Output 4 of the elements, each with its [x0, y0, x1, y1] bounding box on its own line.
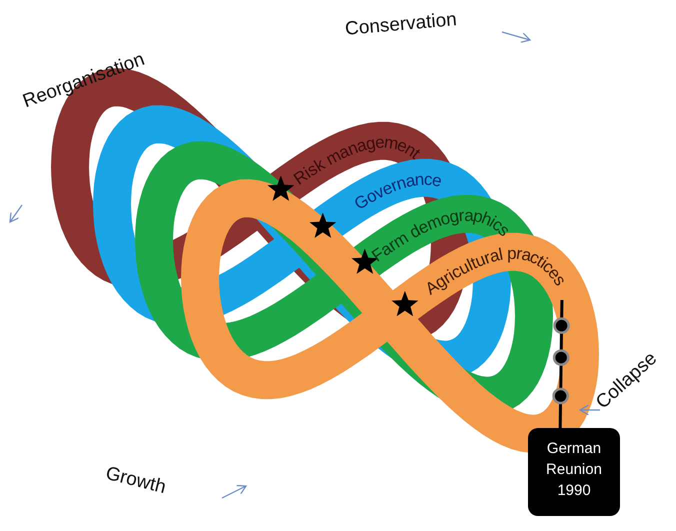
- event-box: German Reunion 1990: [528, 428, 620, 516]
- phase-label: Conservation: [344, 9, 458, 41]
- leader-line: [558, 300, 564, 428]
- phase-label: Growth: [103, 462, 168, 500]
